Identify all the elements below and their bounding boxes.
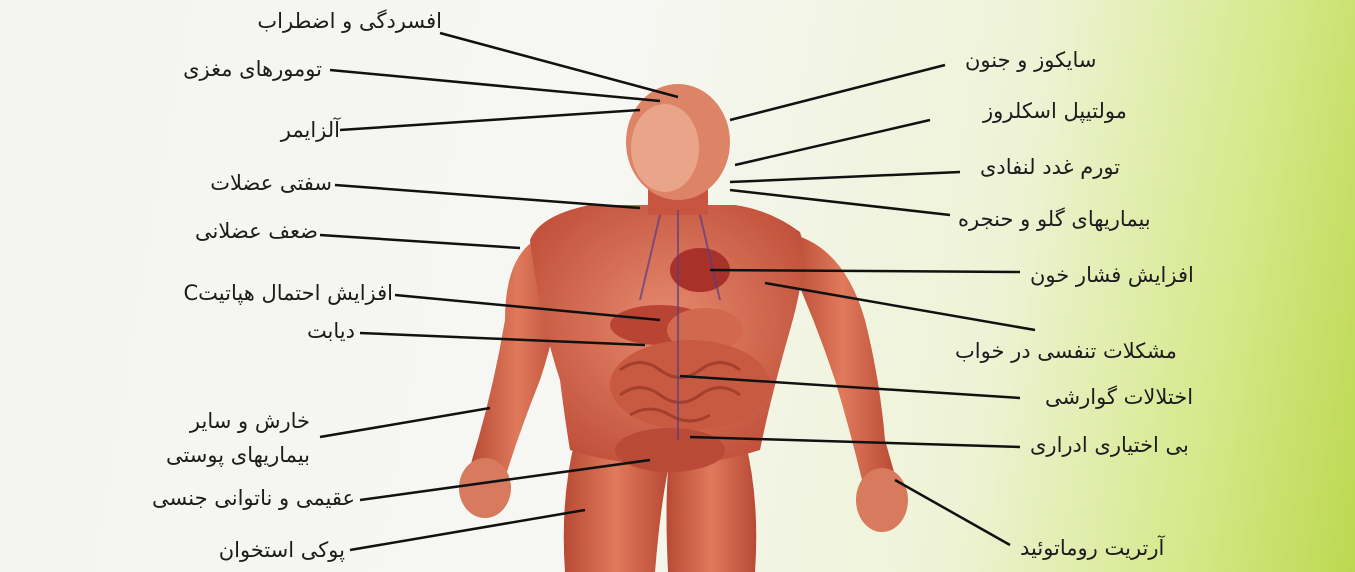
label-ms: مولتیپل اسکلروز	[983, 98, 1127, 124]
leader-throat	[730, 190, 950, 215]
leader-sleep-apnea	[765, 283, 1035, 330]
label-itching-line1: خارش و سایر	[190, 408, 310, 434]
label-diabetes: دیابت	[307, 318, 355, 344]
leader-lymph	[730, 172, 960, 182]
label-muscle-stiffness: سفتی عضلات	[210, 170, 332, 196]
label-osteoporosis: پوکی استخوان	[219, 537, 345, 563]
leader-arthritis	[895, 480, 1010, 545]
label-hepatitis: افزایش احتمال هپاتیتC	[184, 280, 394, 306]
label-incontinence: بی اختیاری ادراری	[1030, 432, 1189, 458]
right-hand	[856, 468, 908, 532]
label-itching-line2: بیماریهای پوستی	[166, 442, 310, 468]
label-infertility: عقیمی و ناتوانی جنسی	[152, 485, 355, 511]
leader-muscle-weakness	[320, 235, 520, 248]
label-arthritis: آرتریت روماتوئید	[1020, 535, 1164, 561]
label-muscle-weakness: ضعف عضلانی	[195, 218, 318, 244]
leader-psychosis	[730, 65, 945, 120]
label-depression: افسردگی و اضطراب	[257, 8, 442, 34]
human-figure	[459, 84, 908, 572]
pelvis	[615, 428, 725, 472]
label-psychosis: سایکوز و جنون	[965, 47, 1097, 73]
leader-muscle-stiffness	[335, 185, 640, 208]
leader-brain-tumor	[330, 70, 660, 101]
label-blood-pressure: افزایش فشار خون	[1030, 262, 1194, 288]
label-digestive: اختلالات گوارشی	[1045, 384, 1193, 410]
leader-osteoporosis	[350, 510, 585, 550]
leader-itching	[320, 408, 490, 437]
leader-ms	[735, 120, 930, 165]
leader-depression	[440, 33, 678, 97]
label-alzheimer: آلزایمر	[281, 117, 340, 143]
label-throat: بیماریهای گلو و حنجره	[958, 206, 1151, 232]
label-sleep-apnea: مشکلات تنفسی در خواب	[955, 338, 1177, 364]
leader-alzheimer	[340, 110, 640, 130]
label-lymph: تورم غدد لنفادی	[980, 154, 1120, 180]
left-hand	[459, 458, 511, 518]
intestines	[610, 340, 770, 430]
face	[631, 104, 699, 192]
label-brain-tumor: تومورهای مغزی	[183, 56, 322, 82]
